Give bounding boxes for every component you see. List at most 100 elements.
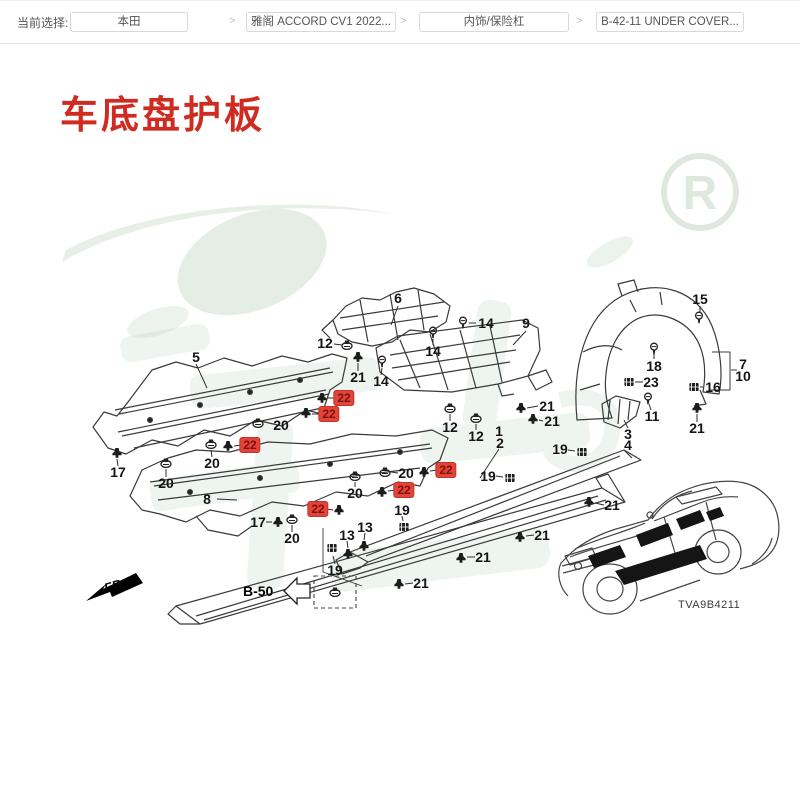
part-callout-21: 21: [539, 398, 555, 414]
push-clip-icon: [394, 579, 404, 589]
part-drawings: [92, 279, 737, 625]
part-callout-13: 13: [339, 527, 355, 543]
part-callout-6: 6: [394, 290, 402, 306]
push-clip-icon: [334, 505, 344, 515]
grommet-clip-icon: [329, 586, 341, 598]
square-clip-icon: [688, 382, 700, 392]
part-callout-21: 21: [544, 413, 560, 429]
part-callout-19: 19: [327, 562, 343, 578]
fr-direction-label: FR.: [102, 575, 127, 596]
push-clip-icon: [301, 408, 311, 418]
brand-watermark: R: [62, 153, 739, 592]
car-location-thumbnail: [558, 480, 780, 615]
part-callout-22: 22: [394, 483, 414, 497]
part-callout-22: 22: [436, 463, 456, 477]
part-grid-cover-9: [375, 319, 553, 397]
callout-leader-1-2: [479, 448, 500, 479]
part-callout-21: 21: [413, 575, 429, 591]
part-callout-19: 19: [552, 441, 568, 457]
square-clip-icon: [398, 522, 410, 532]
part-callout-19: 19: [394, 502, 410, 518]
b50-reference-graphic: [283, 575, 357, 609]
part-callout-10: 10: [735, 368, 751, 384]
chevron-right-icon: >: [400, 15, 407, 27]
breadcrumb-bar: 当前选择: 本田 > 雅阁 ACCORD CV1 2022... > 内饰/保险…: [0, 0, 800, 44]
grommet-clip-icon: [341, 339, 353, 351]
push-clip-icon: [692, 403, 702, 413]
part-under-cover-8: [129, 429, 449, 537]
part-callout-17: 17: [250, 514, 266, 530]
square-clip-icon: [623, 377, 635, 387]
part-callout-22: 22: [334, 391, 354, 405]
push-clip-icon: [377, 487, 387, 497]
chevron-right-icon: >: [229, 15, 236, 27]
breadcrumb-item-section[interactable]: B-42-11 UNDER COVER...: [596, 12, 744, 32]
part-callout-11: 11: [644, 408, 660, 424]
part-cover-6: [321, 287, 451, 347]
part-callout-9: 9: [522, 315, 530, 331]
diagram-code: TVA9B4211: [678, 599, 741, 611]
part-callout-21: 21: [689, 420, 705, 436]
breadcrumb-item-brand[interactable]: 本田: [70, 12, 188, 32]
part-callout-5: 5: [192, 349, 200, 365]
screw-icon: [649, 342, 659, 355]
square-clip-icon: [504, 473, 516, 483]
callout-leader-lines: [116, 305, 703, 585]
callout-leader-3-4: [623, 419, 629, 429]
part-callout-14: 14: [478, 315, 494, 331]
part-sill-molding-lower: [167, 473, 626, 625]
part-callout-20: 20: [204, 455, 220, 471]
part-callout-12: 12: [468, 428, 484, 444]
part-sill-garnish-1-2: [335, 449, 642, 575]
push-clip-icon: [515, 532, 525, 542]
chevron-right-icon: >: [576, 15, 583, 27]
push-clip-icon: [516, 403, 526, 413]
part-callout-22: 22: [319, 407, 339, 421]
part-callout-23: 23: [643, 374, 659, 390]
part-callout-20: 20: [347, 485, 363, 501]
push-clip-icon: [317, 393, 327, 403]
part-callout-13: 13: [357, 519, 373, 535]
part-callout-22: 22: [240, 438, 260, 452]
part-callout-7: 7: [739, 356, 747, 372]
part-callout-8: 8: [203, 491, 211, 507]
grommet-clip-icon: [160, 457, 172, 469]
part-callout-20: 20: [284, 530, 300, 546]
part-bracket-3-4: [601, 395, 641, 429]
screw-icon: [643, 392, 653, 405]
push-clip-icon: [112, 448, 122, 458]
part-callout-3: 3: [624, 426, 632, 442]
part-callout-20: 20: [398, 465, 414, 481]
part-callout-22: 22: [308, 502, 328, 516]
part-callout-16: 16: [705, 379, 721, 395]
fastener-icons: [112, 311, 704, 598]
push-clip-icon: [419, 467, 429, 477]
part-fender-liner: [575, 279, 722, 421]
grommet-clip-icon: [252, 417, 264, 429]
part-callout-17: 17: [110, 464, 126, 480]
screw-icon: [694, 311, 704, 324]
part-callout-20: 20: [273, 417, 289, 433]
part-callout-21: 21: [475, 549, 491, 565]
part-callout-19: 19: [480, 468, 496, 484]
push-clip-icon: [223, 441, 233, 451]
push-clip-icon: [584, 497, 594, 507]
part-callout-21: 21: [534, 527, 550, 543]
grommet-clip-icon: [444, 402, 456, 414]
section-arrow-icon: [283, 576, 311, 606]
part-callout-21: 21: [604, 497, 620, 513]
square-clip-icon: [326, 543, 338, 553]
section-bracket: [322, 528, 363, 587]
grommet-clip-icon: [286, 513, 298, 525]
push-clip-icon: [359, 541, 369, 551]
push-clip-icon: [273, 517, 283, 527]
grommet-clip-icon: [349, 470, 361, 482]
grommet-clip-icon: [205, 438, 217, 450]
breadcrumb-item-category[interactable]: 内饰/保险杠: [419, 12, 569, 32]
screw-icon: [377, 355, 387, 368]
page-title: 车底盘护板: [60, 95, 266, 137]
part-callout-21: 21: [350, 369, 366, 385]
breadcrumb-item-model[interactable]: 雅阁 ACCORD CV1 2022...: [246, 12, 396, 32]
part-callout-1: 1: [495, 423, 503, 439]
part-callout-2: 2: [496, 435, 504, 451]
